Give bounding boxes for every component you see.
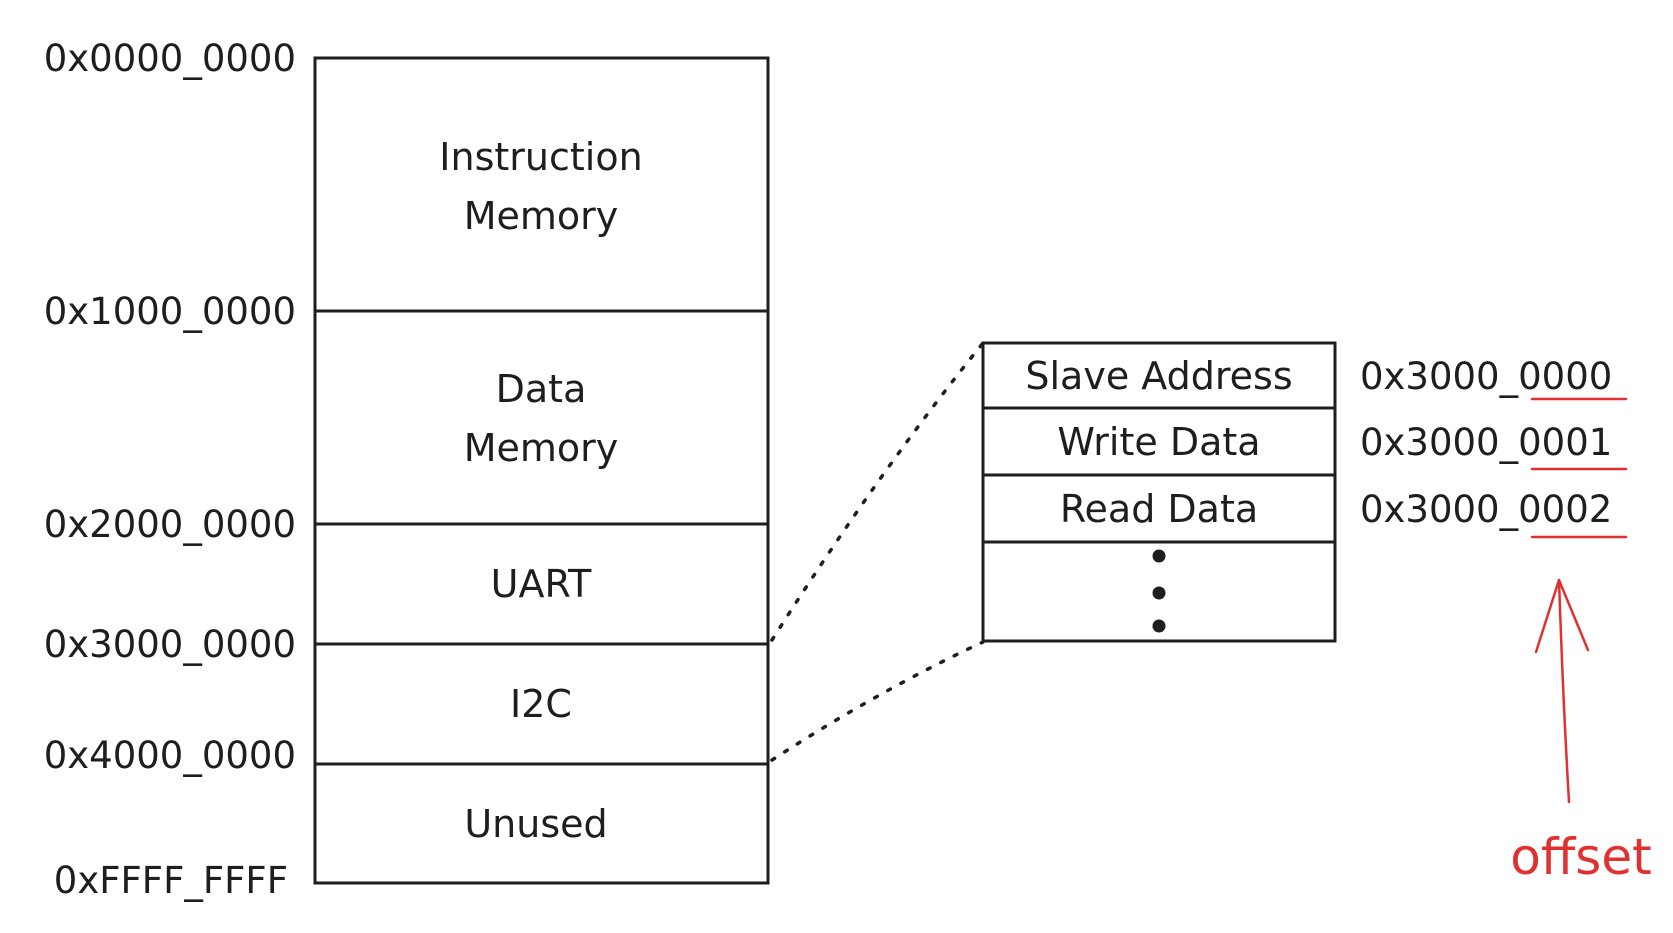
address-label: 0x2000_0000 — [44, 503, 296, 546]
region-label: Data — [496, 367, 587, 411]
register-write-data: Write Data — [1057, 420, 1260, 464]
region-label-line2: Memory — [464, 426, 619, 470]
address-label: 0x0000_0000 — [44, 37, 296, 80]
zoom-connector-bottom — [770, 640, 985, 762]
register-address: 0x3000_0000 — [1360, 355, 1612, 398]
register-slave-address: Slave Address — [1025, 354, 1292, 398]
region-uart: UART — [491, 562, 592, 606]
arrow-head — [1534, 578, 1590, 654]
ellipsis-dot — [1152, 549, 1166, 563]
zoom-connector-top — [770, 341, 985, 642]
region-data-memory: Data Memory — [464, 367, 619, 470]
arrow-shaft — [1557, 578, 1571, 804]
register-address: 0x3000_0001 — [1360, 421, 1612, 464]
register-address-offset: 0000 — [1518, 355, 1612, 398]
register-address-base: 0x3000_ — [1360, 421, 1519, 464]
offset-label: offset — [1510, 828, 1651, 886]
region-i2c: I2C — [510, 682, 572, 726]
register-address-offset: 0002 — [1518, 488, 1612, 531]
region-label-line2: Memory — [464, 194, 619, 238]
vertical-ellipsis-icon — [1152, 549, 1166, 633]
register-address-offset: 0001 — [1518, 421, 1612, 464]
address-label: 0xFFFF_FFFF — [54, 859, 288, 902]
address-label: 0x1000_0000 — [44, 290, 296, 333]
ellipsis-dot — [1152, 586, 1166, 600]
offset-annotation: offset — [1510, 578, 1652, 886]
memory-map-outline — [313, 56, 770, 885]
register-map-outline — [981, 341, 1337, 643]
address-label: 0x3000_0000 — [44, 623, 296, 666]
address-labels: 0x0000_0000 0x1000_0000 0x2000_0000 0x30… — [44, 37, 296, 902]
register-read-data: Read Data — [1060, 487, 1258, 531]
register-addresses: 0x3000_0000 0x3000_0001 0x3000_0002 — [1360, 355, 1628, 539]
region-label: Instruction — [439, 135, 642, 179]
region-unused: Unused — [464, 802, 607, 846]
address-label: 0x4000_0000 — [44, 734, 296, 777]
register-address-base: 0x3000_ — [1360, 488, 1519, 531]
arrow-up-icon — [1534, 578, 1590, 804]
memory-map: Instruction Memory Data Memory UART I2C … — [313, 56, 770, 885]
register-address: 0x3000_0002 — [1360, 488, 1612, 531]
region-instruction-memory: Instruction Memory — [439, 135, 642, 238]
register-address-base: 0x3000_ — [1360, 355, 1519, 398]
ellipsis-dot — [1152, 619, 1166, 633]
register-map: Slave Address Write Data Read Data — [981, 341, 1337, 643]
